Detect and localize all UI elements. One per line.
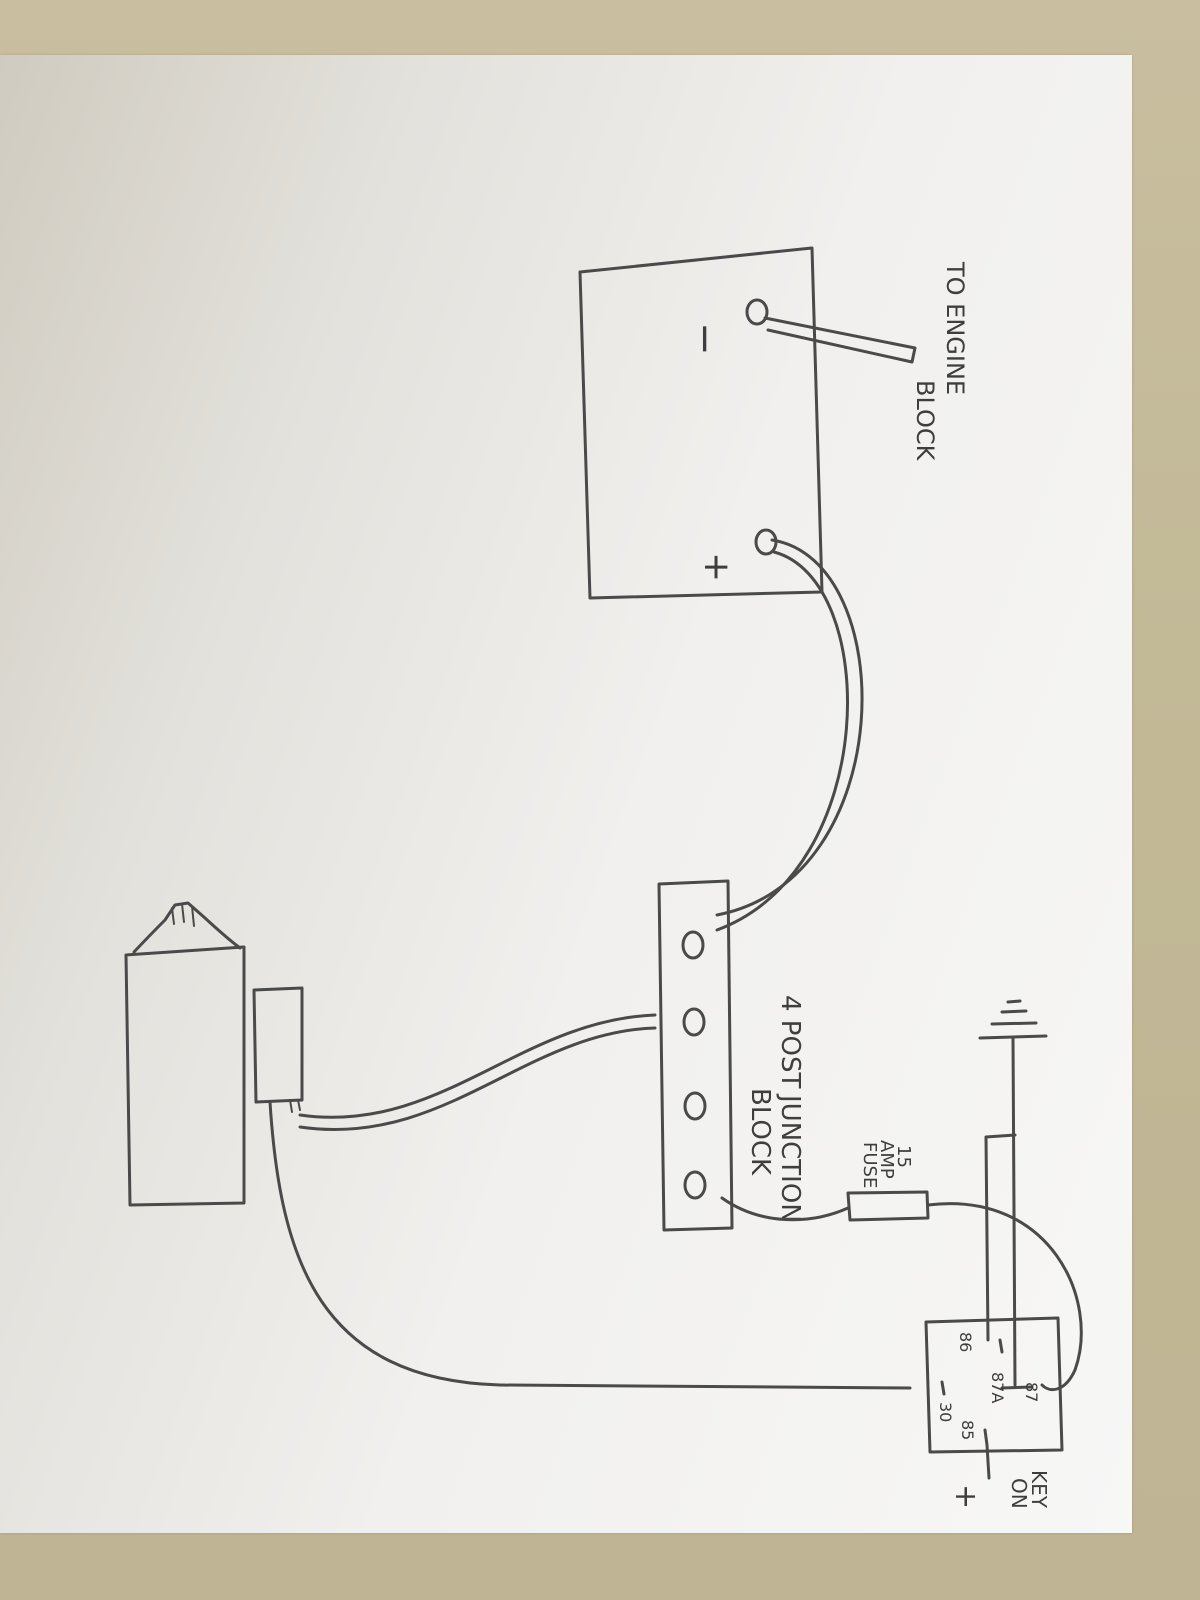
junction-post-2 [682,1007,706,1037]
relay-pin-87a-label: 87A [988,1372,1007,1403]
relay-pin-85-label: 85 [958,1420,977,1440]
ground-to-relay-86-wire [1011,1036,1017,1387]
junction-block [657,879,734,1232]
ground-note-line1: TO ENGINE [941,261,969,395]
fuse-label-line2: AMP [876,1140,897,1179]
key-plus-label: + [948,1484,983,1509]
junction-label-line2: JUNCTION [775,1093,805,1223]
fuse-label-line1: 15 [893,1145,914,1168]
component-canister-cap [132,901,242,954]
component-connector [252,986,304,1104]
ground-strap-wire [763,316,917,364]
relay-pin-30-mark [940,1380,946,1396]
relay-pin-85-mark [983,1428,989,1447]
key-label-line2: ON [1007,1478,1031,1509]
component-connector-tab [289,1099,301,1113]
junction-post-4 [683,1170,707,1200]
relay-pin-87a-mark [1000,1385,1034,1390]
junction-label-line3: BLOCK [745,1088,775,1176]
fuse-label-line3: FUSE [859,1142,880,1188]
battery-positive-terminal [754,528,778,556]
junction-post-1 [681,930,705,960]
key-on-wire [985,1443,991,1480]
junction-to-component-wire-edge [298,1026,657,1131]
component-cap-detail [171,903,195,927]
key-label-line1: KEY [1027,1470,1051,1509]
fuse-body [846,1190,930,1222]
battery-box [578,246,824,600]
relay-pin-30-label: 30 [936,1402,955,1422]
junction-post-3 [683,1091,707,1121]
battery-minus-label: − [682,322,728,356]
component-canister [124,945,246,1207]
ground-symbol [978,999,1048,1040]
junction-label-line1: 4 POST [775,995,805,1088]
battery-plus-label: + [696,552,737,582]
relay-pin-87-label: 87 [1022,1382,1041,1402]
paper-sheet [0,55,1132,1533]
component-to-relay-30-wire [268,1100,912,1390]
fuse-to-relay-87-wire [926,1202,1083,1392]
battery-positive-cable [715,538,864,917]
battery-positive-cable-edge [715,550,849,932]
ground-note-line2: BLOCK [911,380,939,462]
relay-pin-86-label: 86 [956,1332,975,1352]
relay-pin-86-mark [998,1338,1004,1354]
relay-box [924,1316,1064,1454]
junction-to-component-wire [298,1013,657,1119]
battery-negative-terminal [745,298,769,326]
relay-86-loop-wire [984,1133,1017,1342]
junction-to-fuse-wire [720,1196,850,1222]
